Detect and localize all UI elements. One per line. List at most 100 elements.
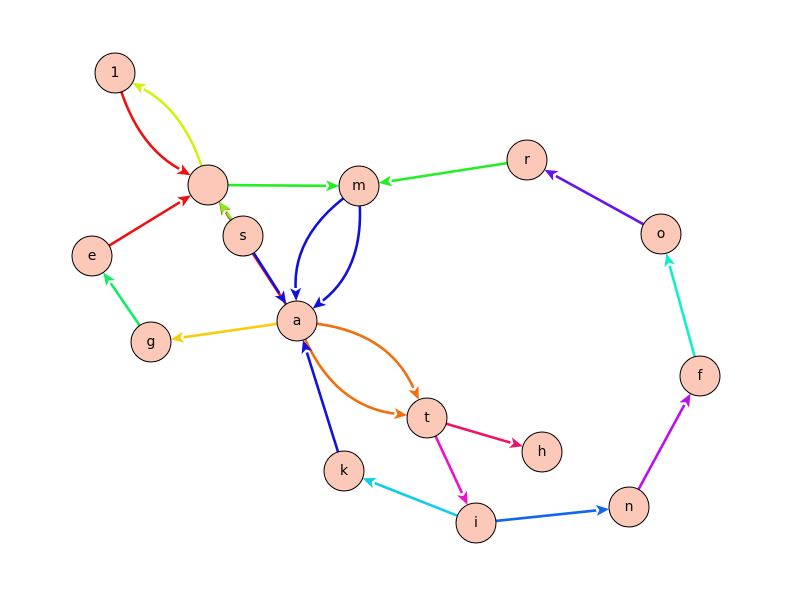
edge-arrowhead: [508, 437, 523, 448]
edge-arrowhead: [378, 175, 393, 187]
edge-line: [374, 481, 458, 517]
edge-arrowhead: [457, 490, 468, 505]
node-label: i: [474, 515, 478, 531]
edge-arrowhead: [290, 287, 302, 301]
edge-arrowhead: [544, 169, 559, 181]
edge-arrowhead: [274, 290, 287, 305]
node-s[interactable]: s: [222, 215, 264, 257]
edge-blank-m: [227, 180, 339, 192]
node-circle: [521, 431, 563, 473]
edge-arrowhead: [679, 393, 691, 408]
edge-arrowhead: [301, 340, 313, 355]
edge-line: [445, 422, 511, 444]
edge-n-f: [637, 393, 691, 491]
edge-g-e: [103, 272, 141, 327]
node-label: t: [424, 410, 430, 426]
node-circle: [506, 139, 548, 181]
edge-arrowhead: [393, 408, 408, 419]
edge-line: [316, 322, 415, 389]
edge-arrowhead: [219, 201, 232, 216]
edge-line: [304, 338, 395, 415]
edge-line: [227, 183, 327, 188]
edge-n1-blank: [120, 91, 191, 176]
node-circle: [338, 165, 380, 207]
node-label: n: [625, 499, 634, 515]
edge-line: [252, 252, 281, 294]
node-g[interactable]: g: [130, 321, 172, 363]
edge-f-o: [664, 253, 696, 358]
edge-a-t: [316, 322, 419, 400]
node-label: g: [147, 334, 156, 350]
node-n1[interactable]: 1: [94, 52, 136, 94]
node-t[interactable]: t: [406, 397, 448, 439]
node-label: e: [88, 248, 97, 264]
node-label: a: [293, 313, 302, 329]
node-a[interactable]: a: [276, 300, 318, 342]
edge-line: [555, 174, 645, 226]
edge-blank-n1: [132, 82, 203, 167]
node-label: o: [657, 226, 666, 242]
edge-o-r: [544, 169, 645, 226]
edge-arrowhead: [177, 195, 191, 207]
node-e[interactable]: e: [71, 235, 113, 277]
edge-arrowhead: [103, 272, 116, 287]
edge-line: [143, 87, 203, 167]
edge-arrowhead: [312, 296, 327, 309]
edge-line: [322, 205, 362, 302]
edge-i-k: [362, 478, 458, 517]
node-i[interactable]: i: [455, 502, 497, 544]
node-circle: [608, 486, 650, 528]
edge-a-g: [170, 322, 278, 343]
edge-arrowhead: [664, 253, 675, 268]
edge-arrowhead: [170, 331, 185, 343]
node-blank[interactable]: [187, 164, 229, 206]
node-k[interactable]: k: [323, 450, 365, 492]
node-m[interactable]: m: [338, 165, 380, 207]
edge-arrowhead: [595, 505, 610, 516]
edge-line: [183, 322, 278, 339]
node-circle: [406, 397, 448, 439]
node-n[interactable]: n: [608, 486, 650, 528]
edge-s-blank: [219, 201, 233, 221]
node-label: 1: [111, 65, 120, 81]
edge-line: [225, 210, 233, 221]
node-circle: [276, 300, 318, 342]
edge-s-a: [252, 252, 287, 305]
edge-line: [108, 201, 181, 247]
node-label: m: [352, 178, 366, 194]
edge-arrowhead: [362, 478, 377, 489]
edge-line: [294, 197, 345, 289]
edge-t-i: [434, 435, 468, 505]
node-label: f: [698, 368, 704, 384]
edge-line: [637, 404, 686, 491]
edge-m-a: [290, 197, 345, 301]
edge-arrowhead: [176, 164, 191, 176]
edge-i-n: [495, 505, 610, 523]
edge-line: [495, 509, 597, 523]
edge-line: [668, 265, 696, 358]
node-label: h: [538, 444, 547, 460]
node-circle: [323, 450, 365, 492]
node-circle: [640, 213, 682, 255]
node-circle: [679, 355, 721, 397]
node-circle: [130, 321, 172, 363]
edge-arrowhead: [132, 82, 147, 94]
edge-t-h: [445, 422, 523, 448]
node-f[interactable]: f: [679, 355, 721, 397]
node-r[interactable]: r: [506, 139, 548, 181]
node-label: k: [340, 463, 349, 479]
edge-r-m: [378, 161, 508, 187]
edge-arrowhead: [326, 180, 339, 192]
node-o[interactable]: o: [640, 213, 682, 255]
edge-arrowhead: [408, 385, 419, 400]
edge-k-a: [301, 340, 340, 453]
edge-a-t: [304, 338, 408, 419]
node-circle: [187, 164, 229, 206]
node-label: s: [239, 228, 246, 244]
node-circle: [455, 502, 497, 544]
node-h[interactable]: h: [521, 431, 563, 473]
node-circle: [222, 215, 264, 257]
edge-line: [305, 352, 340, 453]
node-circle: [94, 52, 136, 94]
node-circle: [71, 235, 113, 277]
